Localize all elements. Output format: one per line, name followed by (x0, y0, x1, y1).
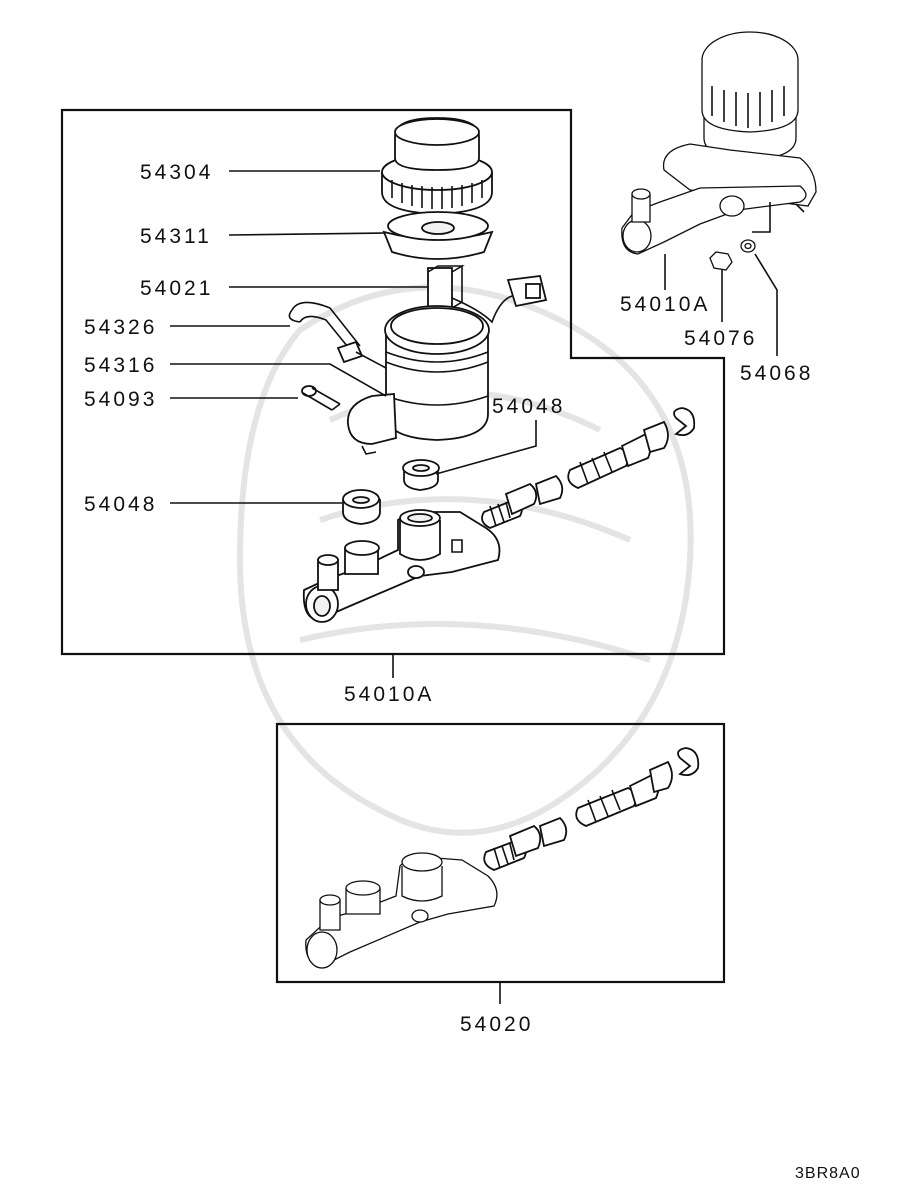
label-reservoir: 54316 (84, 354, 157, 377)
cap-gasket-drawing (382, 211, 494, 260)
label-fluid-hose: 54326 (84, 316, 157, 339)
fluid-hose-drawing (288, 301, 387, 369)
reservoir-drawing (347, 305, 490, 455)
drawing-code: 3BR8A0 (795, 1165, 861, 1182)
level-sensor-drawing (427, 264, 548, 324)
grommet-upper-drawing (402, 459, 440, 491)
label-screw: 54093 (84, 388, 157, 411)
inset-assembly-drawing (621, 31, 817, 271)
kit-drawing (305, 747, 700, 969)
main-assembly-frame (60, 108, 726, 656)
label-grommet-upper: 54048 (492, 395, 565, 418)
label-level-sensor: 54021 (140, 277, 213, 300)
piston-set-main-drawing (481, 407, 696, 529)
label-reservoir-cap: 54304 (140, 161, 213, 184)
label-master-cylinder-inset: 54010A (620, 293, 710, 316)
master-cylinder-body-drawing (302, 509, 501, 623)
label-grommet-lower: 54048 (84, 493, 157, 516)
reservoir-cap-drawing (381, 117, 493, 215)
label-master-cylinder-main: 54010A (344, 683, 434, 706)
label-master-cylinder-kit: 54020 (460, 1013, 533, 1036)
screw-drawing (301, 385, 341, 411)
leader-lines (170, 170, 778, 1004)
label-nut: 54076 (684, 327, 757, 350)
label-cap-gasket: 54311 (140, 225, 212, 248)
label-washer: 54068 (740, 362, 813, 385)
grommet-lower-drawing (342, 489, 381, 525)
